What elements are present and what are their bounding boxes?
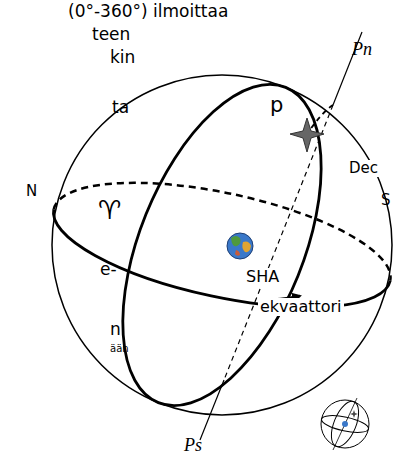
sphere-outline (52, 75, 392, 415)
equator-front (43, 209, 390, 331)
angle-label: SHA (244, 268, 281, 286)
cut-text: n (110, 320, 121, 339)
circle-label: ekvaattori (258, 298, 344, 316)
angle-label: Dec (347, 160, 380, 177)
angle-label: p (270, 94, 283, 117)
cut-text: (0°-360°) ilmoittaa (68, 2, 228, 21)
cut-text: ta (112, 98, 129, 117)
small-sphere-icon (320, 398, 370, 451)
cut-text: e- (100, 260, 117, 279)
aries-symbol: ♈ (98, 196, 121, 225)
axis-inside (224, 105, 333, 380)
earth (227, 233, 253, 259)
cut-text: ään (110, 343, 129, 354)
hour-circle (82, 57, 361, 434)
direction-label: S (381, 192, 391, 209)
cut-text: kin (110, 48, 135, 67)
cut-text: teen (92, 25, 130, 44)
direction-label: N (26, 183, 37, 200)
equator-back (54, 158, 395, 280)
pole-label: Pn (352, 40, 372, 60)
pole-label: Ps (184, 436, 202, 456)
axis-south (200, 380, 224, 440)
star (290, 118, 324, 152)
